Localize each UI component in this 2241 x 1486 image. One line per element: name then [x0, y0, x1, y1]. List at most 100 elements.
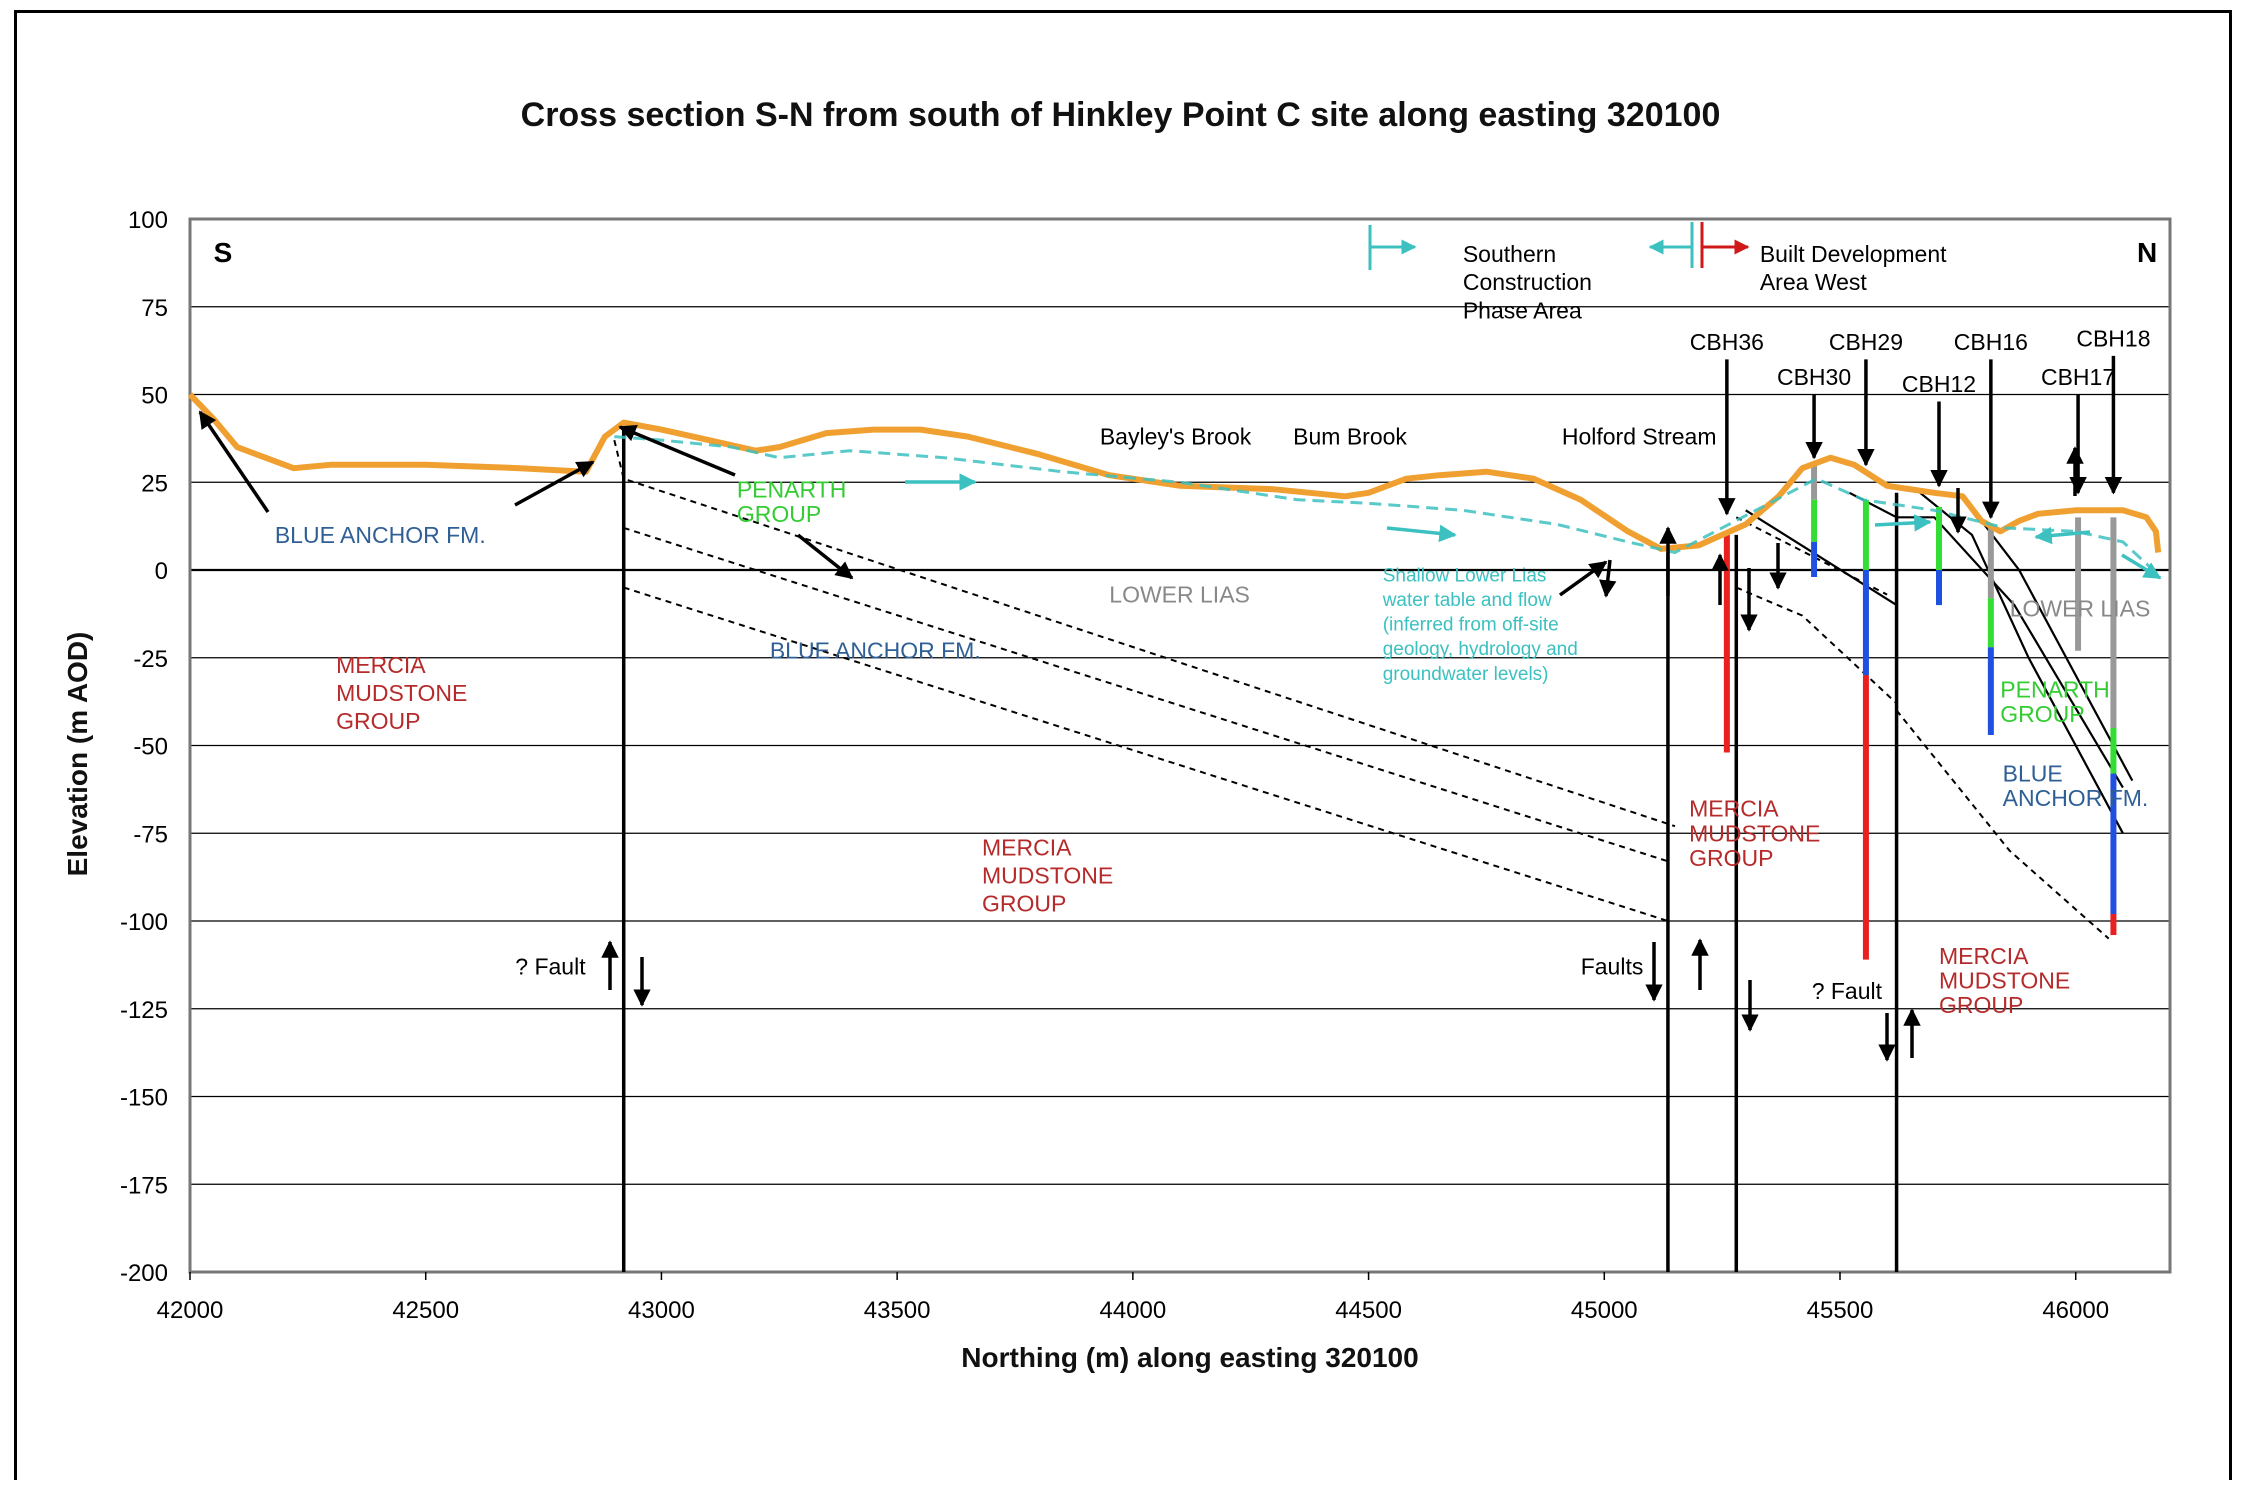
dashed-boundary — [623, 526, 1669, 863]
x-tick-label: 42000 — [157, 1297, 224, 1324]
annotation-label: GROUP — [2000, 701, 2084, 727]
annotation-label: Bum Brook — [1293, 424, 1407, 450]
annotation-label: BLUE ANCHOR FM. — [770, 638, 981, 664]
pointer-arrow — [514, 460, 595, 507]
annotation-label: MUDSTONE — [1689, 820, 1820, 846]
dashed-boundary — [1735, 586, 1898, 705]
y-tick-label: -50 — [133, 734, 168, 761]
annotation-label: S — [214, 237, 233, 268]
annotation-label: ? Fault — [1812, 978, 1883, 1004]
annotation-label: N — [2137, 237, 2157, 268]
annotation-label: LOWER LIAS — [1109, 582, 1250, 608]
annotation-label: LOWER LIAS — [2010, 596, 2151, 622]
borehole-label: CBH12 — [1902, 371, 1976, 397]
dashed-boundary — [1895, 709, 2110, 940]
water-table-line — [614, 435, 2162, 579]
annotation-label: PENARTH — [2000, 676, 2109, 702]
annotation-label: Built Development — [1760, 241, 1947, 267]
annotation-label: MUDSTONE — [1939, 968, 2070, 994]
solid-boundary — [1848, 491, 2124, 789]
annotation-label: MUDSTONE — [336, 680, 467, 706]
annotation-label: Southern — [1463, 241, 1556, 267]
annotation-label: Area West — [1760, 269, 1868, 295]
x-tick-label: 46000 — [2042, 1297, 2109, 1324]
pointer-arrow — [618, 424, 736, 477]
annotation-label: GROUP — [1689, 845, 1773, 871]
y-tick-label: -150 — [120, 1085, 168, 1112]
y-tick-label: -125 — [120, 997, 168, 1024]
y-tick-label: -100 — [120, 909, 168, 936]
annotation-label: GROUP — [982, 890, 1066, 916]
x-tick-label: 43000 — [628, 1297, 695, 1324]
dashed-boundary — [623, 586, 1669, 922]
x-tick-label: 45000 — [1571, 1297, 1638, 1324]
solid-boundary — [1745, 509, 1898, 607]
borehole-label: CBH17 — [2041, 364, 2115, 390]
flow-arrow — [1386, 524, 1457, 543]
chart-title: Cross section S-N from south of Hinkley … — [520, 96, 1721, 134]
annotation-label: MERCIA — [982, 834, 1072, 860]
x-tick-label: 44500 — [1335, 1297, 1402, 1324]
annotation-label: MERCIA — [1689, 796, 1779, 822]
annotation-label: MUDSTONE — [982, 862, 1113, 888]
y-tick-label: 50 — [141, 383, 168, 410]
annotation-label: ANCHOR FM. — [2003, 785, 2149, 811]
solid-boundary — [1919, 491, 2124, 834]
y-tick-label: -75 — [133, 821, 168, 848]
annotation-label: MERCIA — [1939, 943, 2029, 969]
y-tick-label: -25 — [133, 646, 168, 673]
borehole-label: CBH29 — [1829, 329, 1903, 355]
pointer-arrow — [1558, 560, 1608, 597]
y-tick-label: -200 — [120, 1260, 168, 1287]
annotation-label: Bayley's Brook — [1100, 424, 1252, 450]
annotation-label: geology, hydrology and — [1383, 639, 1578, 660]
x-tick-label: 44000 — [1099, 1297, 1166, 1324]
annotation-label: water table and flow — [1382, 590, 1552, 611]
x-axis-label: Northing (m) along easting 320100 — [961, 1342, 1419, 1373]
flow-arrow — [2034, 526, 2091, 545]
flow-arrow — [2121, 553, 2162, 580]
pointer-arrow — [198, 410, 270, 513]
y-tick-label: 100 — [128, 207, 168, 234]
x-tick-label: 43500 — [864, 1297, 931, 1324]
annotation-label: Holford Stream — [1562, 424, 1717, 450]
annotation-arrows — [198, 222, 2162, 1062]
y-tick-label: -175 — [120, 1172, 168, 1199]
annotation-label: MERCIA — [336, 652, 426, 678]
plot-border — [188, 217, 2172, 1274]
geology-lines — [613, 429, 2134, 1272]
annotation-label: GROUP — [737, 501, 821, 527]
annotation-label: BLUE — [2003, 761, 2063, 787]
dashed-boundary — [613, 439, 1676, 828]
annotation-label: GROUP — [336, 708, 420, 734]
flow-arrow — [1874, 514, 1932, 532]
y-tick-label: 75 — [141, 295, 168, 322]
annotation-label: Shallow Lower Lias — [1383, 566, 1547, 587]
borehole-label: CBH18 — [2076, 325, 2150, 351]
annotation-label: ? Fault — [515, 954, 586, 980]
x-tick-label: 45500 — [1807, 1297, 1874, 1324]
gridlines — [190, 218, 2170, 1273]
annotation-label: Construction — [1463, 269, 1592, 295]
pointer-arrow — [796, 533, 854, 580]
pointer-arrow — [1599, 559, 1617, 598]
annotation-label: Faults — [1581, 954, 1644, 980]
annotation-label: PENARTH — [737, 476, 847, 502]
annotation-label: (inferred from off-site — [1383, 615, 1559, 636]
annotation-label: Phase Area — [1463, 297, 1582, 323]
annotation-label: GROUP — [1939, 992, 2023, 1018]
y-tick-label: 0 — [155, 558, 168, 585]
x-tick-label: 42500 — [392, 1297, 459, 1324]
axes: 100 75 50 25 0 -25 -50 -75 -100 -125 -150 -175 -200 4… — [120, 207, 2172, 1324]
borehole-label: CBH16 — [1954, 329, 2028, 355]
borehole-label: CBH36 — [1690, 329, 1764, 355]
annotation-label: BLUE ANCHOR FM. — [275, 522, 486, 548]
ground-surface-line — [187, 392, 2162, 553]
figure-frame — [14, 10, 2232, 1480]
y-tick-label: 25 — [141, 470, 168, 497]
annotation-label: groundwater levels) — [1383, 664, 1549, 685]
borehole-label: CBH30 — [1777, 364, 1851, 390]
